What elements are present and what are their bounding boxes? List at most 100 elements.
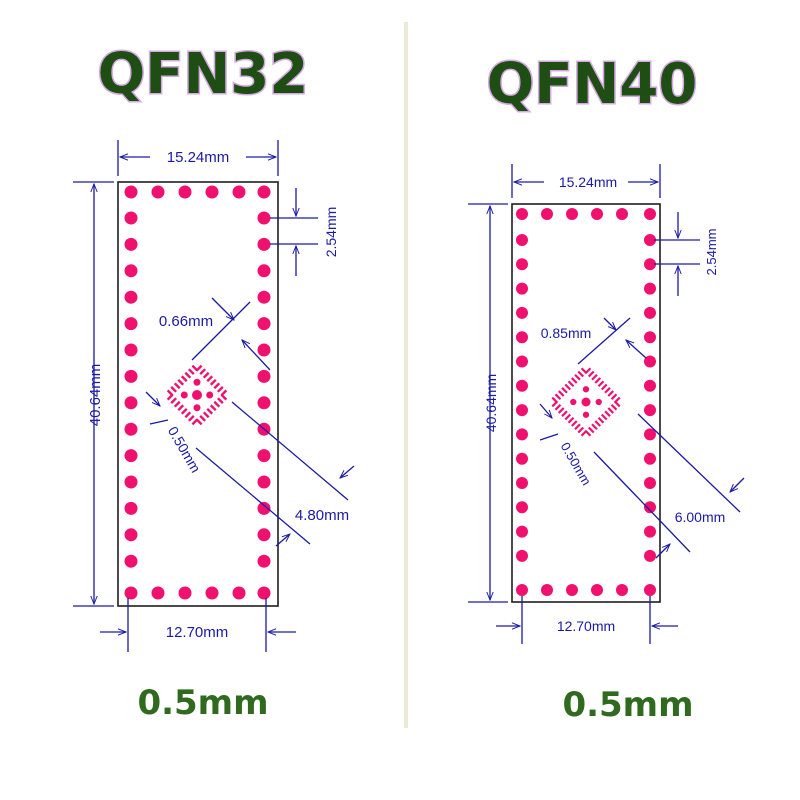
header-pin bbox=[644, 404, 656, 417]
header-pin bbox=[124, 422, 138, 436]
right-dimension-lines bbox=[468, 164, 745, 644]
header-pin bbox=[124, 211, 138, 225]
right-row-spacing-label: 12.70mm bbox=[557, 618, 615, 634]
header-pin bbox=[644, 282, 656, 295]
qfn-pad bbox=[594, 377, 601, 384]
header-pin bbox=[232, 586, 246, 600]
header-pin bbox=[566, 208, 578, 220]
header-pin bbox=[151, 586, 165, 600]
qfn-thermal-via bbox=[582, 386, 590, 393]
left-footer: 0.5mm bbox=[137, 683, 268, 723]
header-pin bbox=[257, 369, 271, 383]
left-qfn-footprint bbox=[166, 364, 228, 426]
qfn-pad bbox=[600, 413, 608, 421]
header-pin bbox=[257, 317, 271, 331]
header-pin bbox=[124, 554, 138, 568]
header-pin bbox=[516, 525, 528, 538]
header-pin bbox=[516, 234, 528, 246]
qfn-thermal-via bbox=[180, 391, 188, 399]
right-body-label: 6.00mm bbox=[675, 509, 726, 525]
qfn-pad bbox=[195, 418, 203, 426]
qfn-pad bbox=[574, 373, 581, 381]
qfn-pad bbox=[170, 397, 177, 404]
header-pin bbox=[257, 237, 271, 251]
header-pin bbox=[205, 185, 219, 199]
qfn-pad bbox=[209, 378, 217, 386]
right-qfn-footprint bbox=[551, 367, 621, 437]
qfn-center-pad bbox=[192, 390, 202, 400]
left-panel: QFN32 bbox=[73, 41, 355, 724]
qfn-pad bbox=[554, 393, 562, 401]
header-pin bbox=[124, 343, 138, 357]
qfn-pad bbox=[170, 386, 177, 393]
qfn-pad bbox=[591, 423, 598, 431]
header-pin bbox=[516, 208, 528, 220]
header-pin bbox=[516, 331, 528, 344]
header-pin bbox=[178, 586, 192, 600]
qfn-pad bbox=[587, 370, 595, 378]
qfn-pad bbox=[591, 373, 598, 381]
right-footer: 0.5mm bbox=[562, 685, 693, 725]
left-body-label: 4.80mm bbox=[295, 507, 349, 524]
header-pin bbox=[644, 428, 656, 441]
qfn-pad bbox=[213, 382, 221, 390]
header-pin bbox=[566, 584, 578, 596]
qfn-pad bbox=[217, 397, 224, 404]
header-pin bbox=[644, 331, 656, 344]
header-pin bbox=[124, 264, 138, 278]
header-pin bbox=[151, 185, 165, 199]
header-pin bbox=[257, 501, 271, 515]
left-dimension-lines bbox=[73, 140, 355, 652]
qfn-thermal-via bbox=[193, 378, 201, 386]
header-pin bbox=[257, 475, 271, 489]
qfn-pad bbox=[604, 410, 611, 417]
right-title: QFN40 bbox=[487, 52, 698, 117]
header-pin bbox=[124, 237, 138, 251]
header-pin bbox=[541, 584, 553, 596]
qfn-pad bbox=[597, 416, 605, 424]
header-pin bbox=[516, 379, 528, 392]
qfn-pad bbox=[587, 426, 595, 434]
header-pin bbox=[516, 549, 528, 562]
right-height-label: 40.64mm bbox=[483, 374, 499, 432]
header-pin bbox=[124, 185, 138, 199]
qfn-pad bbox=[199, 415, 206, 422]
header-pin bbox=[257, 290, 271, 304]
header-pin bbox=[644, 525, 656, 538]
qfn-thermal-via bbox=[193, 404, 201, 412]
header-pin bbox=[257, 264, 271, 278]
qfn-pad bbox=[557, 390, 565, 397]
qfn-pad bbox=[561, 387, 568, 394]
right-width-label: 15.24mm bbox=[559, 174, 617, 190]
header-pin bbox=[257, 554, 271, 568]
header-pin bbox=[644, 234, 656, 246]
header-pin bbox=[257, 185, 271, 199]
left-pitch-label: 2.54mm bbox=[323, 207, 339, 258]
header-pin bbox=[644, 452, 656, 465]
qfn-thermal-via bbox=[582, 411, 590, 418]
qfn-thermal-via bbox=[206, 391, 214, 399]
qfn-pad bbox=[188, 415, 195, 422]
qfn-pad bbox=[600, 383, 608, 391]
qfn-thermal-via bbox=[595, 398, 602, 406]
header-pin bbox=[124, 290, 138, 304]
header-pin bbox=[124, 501, 138, 515]
qfn-pad bbox=[177, 404, 185, 412]
header-pin bbox=[124, 369, 138, 383]
header-pin bbox=[124, 475, 138, 489]
right-pitch-label: 2.54mm bbox=[704, 229, 719, 276]
header-pin bbox=[516, 584, 528, 596]
qfn-pad bbox=[571, 420, 578, 427]
qfn-pad bbox=[206, 375, 214, 383]
qfn-pad bbox=[571, 377, 578, 384]
qfn-pad bbox=[209, 404, 217, 412]
right-panel: QFN40 bbox=[468, 51, 745, 726]
qfn-pad bbox=[166, 389, 174, 397]
qfn-pad bbox=[574, 423, 581, 431]
header-pin bbox=[644, 379, 656, 392]
qfn-pad bbox=[180, 407, 188, 415]
qfn-pad bbox=[184, 371, 192, 379]
qfn-pad bbox=[607, 407, 615, 414]
qfn-pad bbox=[577, 426, 585, 434]
right-pad-width-label: 0.85mm bbox=[541, 325, 592, 341]
